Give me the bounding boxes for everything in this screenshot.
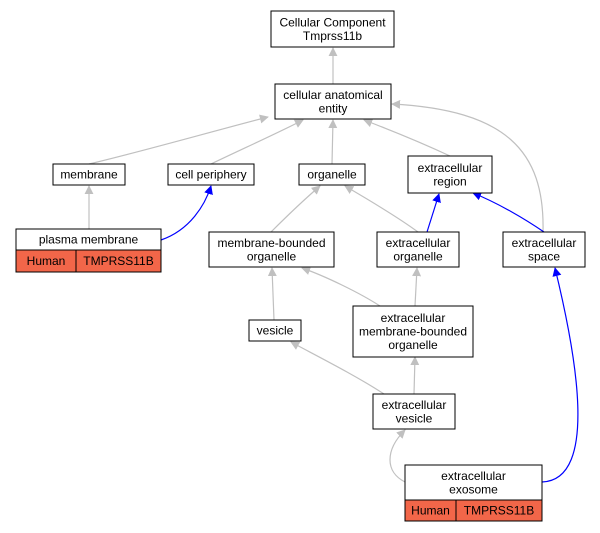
edge-organelle-to-cae: [328, 119, 338, 165]
node-label: vesicle: [396, 411, 433, 425]
annotation-species: Human: [411, 504, 450, 518]
edge-extracellular-space-to-extracellular-region: [472, 191, 545, 233]
node-label: cellular anatomical: [283, 88, 382, 102]
node-cell-periphery[interactable]: cell periphery: [167, 163, 255, 186]
node-label: membrane: [60, 168, 118, 182]
node-label: organelle: [388, 338, 438, 352]
node-vesicle[interactable]: vesicle: [248, 319, 302, 342]
node-label: extracellular: [382, 398, 447, 412]
node-organelle[interactable]: organelle: [298, 163, 366, 186]
node-label: organelle: [393, 249, 443, 263]
node-box: [270, 10, 395, 48]
edge-extracellular-organelle-to-extracellular-region: [426, 193, 441, 233]
node-label: space: [528, 249, 560, 263]
node-membrane[interactable]: membrane: [52, 163, 126, 186]
node-label: extracellular: [441, 469, 506, 483]
node-box: [376, 231, 460, 268]
edge-extracellular-organelle-to-organelle: [344, 185, 419, 233]
node-label: extracellular: [418, 161, 483, 175]
node-label: Cellular Component: [279, 15, 386, 29]
edge-extracellular-vesicle-to-ec-mb-organelle: [410, 356, 420, 395]
node-box: [372, 393, 456, 430]
node-label: membrane-bounded: [217, 236, 325, 250]
node-box: [274, 83, 392, 120]
edge-membrane-to-cae: [88, 114, 269, 165]
node-label: extracellular: [512, 236, 577, 250]
edge-extracellular-exosome-to-extracellular-space: [541, 267, 579, 483]
node-box: [248, 319, 302, 342]
edge-vesicle-to-membrane-bounded-organelle: [267, 267, 277, 321]
node-label: entity: [319, 101, 348, 115]
annotation-gene-cell: [455, 499, 543, 522]
node-label: organelle: [307, 168, 357, 182]
node-label: organelle: [247, 249, 297, 263]
annotation-gene: TMPRSS11B: [83, 254, 153, 268]
node-label: cell periphery: [175, 168, 246, 182]
edge-extracellular-vesicle-to-vesicle: [290, 341, 385, 395]
annotation-gene: TMPRSS11B: [464, 504, 534, 518]
edge-extracellular-exosome-to-extracellular-vesicle: [389, 429, 406, 483]
annotation-species: Human: [27, 254, 66, 268]
edge-cell-periphery-to-cae: [210, 119, 304, 165]
node-box: [52, 163, 126, 186]
edge-plasma-membrane-to-cell-periphery: [160, 185, 213, 241]
node-box: [407, 155, 493, 194]
edges: [84, 47, 579, 483]
node-label: vesicle: [257, 324, 294, 338]
node-label: region: [433, 174, 466, 188]
node-box: [298, 163, 366, 186]
node-box: [167, 163, 255, 186]
node-box: [208, 231, 335, 268]
node-label: extracellular: [386, 236, 451, 250]
annotation-gene-cell: [75, 249, 162, 273]
edge-extracellular-region-to-cae: [363, 118, 451, 157]
edge-ec-mb-organelle-to-extracellular-organelle: [412, 267, 422, 307]
node-box: [502, 231, 586, 268]
node-box: [404, 464, 543, 501]
edge-membrane-bounded-organelle-to-organelle: [270, 185, 321, 233]
node-label: extracellular: [381, 311, 446, 325]
node-label: plasma membrane: [39, 233, 139, 247]
edge-ec-mb-organelle-to-membrane-bounded-organelle: [301, 266, 381, 307]
edge-extracellular-space-to-cae: [391, 99, 544, 233]
node-label: Tmprss11b: [303, 29, 362, 43]
node-label: membrane-bounded: [359, 325, 467, 339]
node-box: [352, 305, 474, 358]
node-label: exosome: [449, 482, 498, 496]
